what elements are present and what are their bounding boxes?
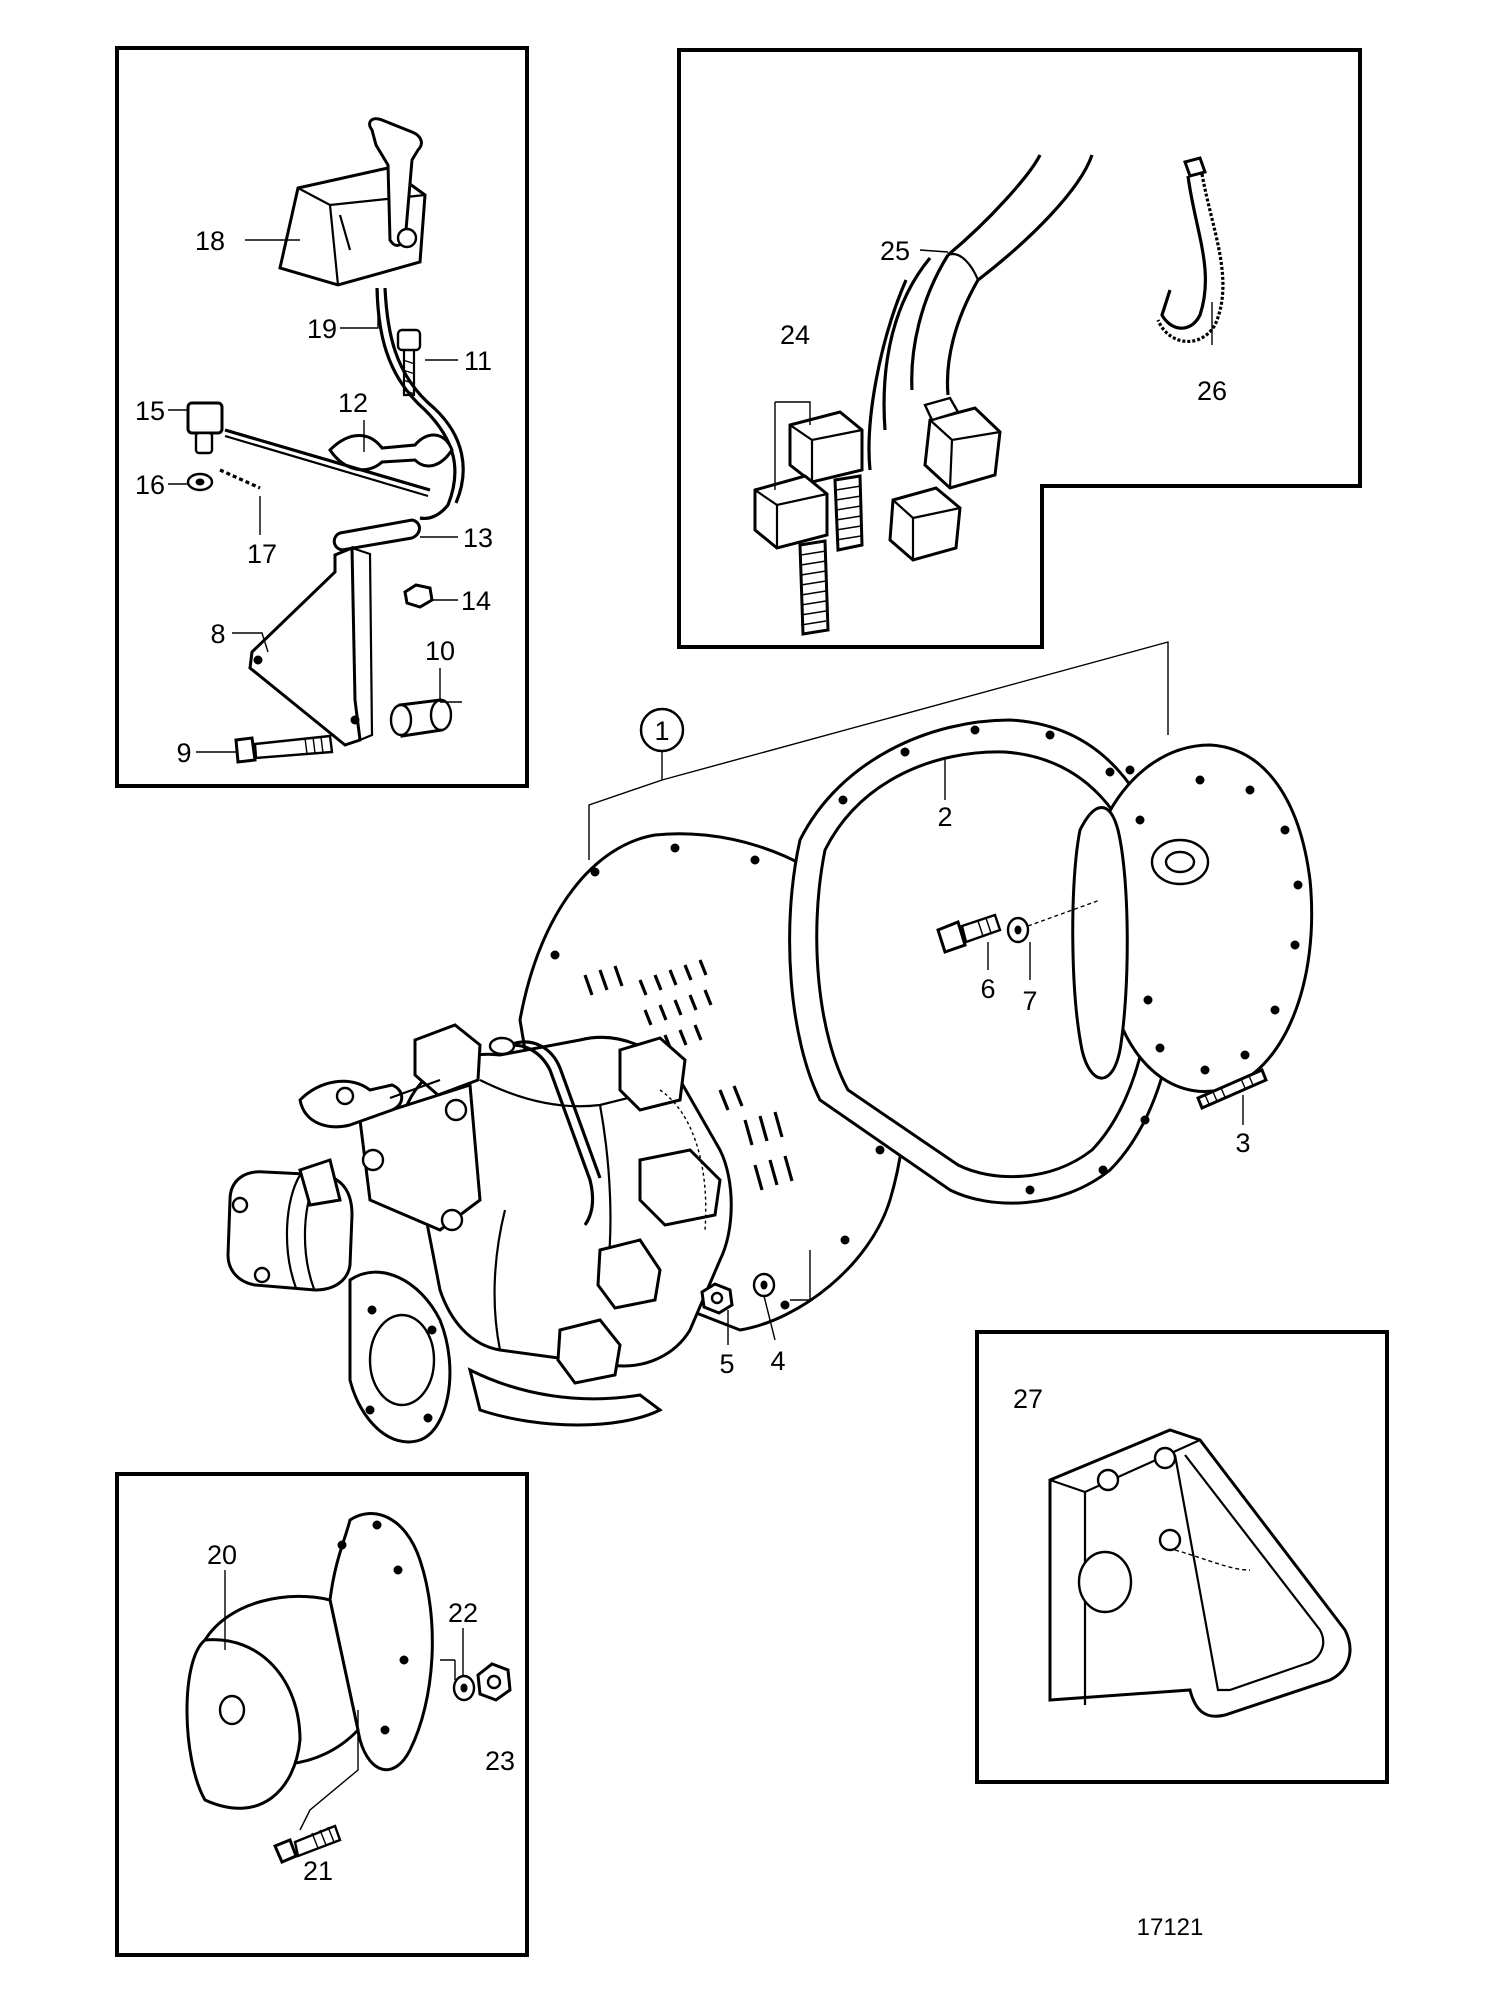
callout-6: 6 xyxy=(980,974,995,1004)
nut-and-washer xyxy=(700,1272,776,1315)
figure-number: 17121 xyxy=(1137,1914,1204,1941)
callout-3: 3 xyxy=(1235,1128,1250,1158)
callout-18: 18 xyxy=(195,226,225,256)
callout-2: 2 xyxy=(937,802,952,832)
callout-26: 26 xyxy=(1197,376,1227,406)
leader-lines xyxy=(168,239,1244,1831)
callout-21: 21 xyxy=(303,1856,333,1886)
bracket-panel-frame xyxy=(975,1330,1389,1784)
callout-25: 25 xyxy=(880,236,910,266)
flange-panel-frame xyxy=(115,1472,529,1957)
callout-7: 7 xyxy=(1022,986,1037,1016)
callout-5: 5 xyxy=(719,1349,734,1379)
control-lever-panel-frame xyxy=(115,46,529,788)
callout-24: 24 xyxy=(780,320,810,350)
callout-12: 12 xyxy=(338,388,368,418)
callout-22: 22 xyxy=(448,1598,478,1628)
callout-4: 4 xyxy=(770,1346,785,1376)
callout-20: 20 xyxy=(207,1540,237,1570)
callout-19: 19 xyxy=(307,314,337,344)
callout-13: 13 xyxy=(463,523,493,553)
solenoid-valve-assembly xyxy=(753,154,1225,636)
housing-vent-pattern xyxy=(583,959,794,1191)
callout-27: 27 xyxy=(1013,1384,1043,1414)
callout-11: 11 xyxy=(464,346,492,376)
output-flange-assembly xyxy=(185,1512,512,1864)
callout-labels: 1 2 3 4 5 6 7 8 9 10 11 12 13 14 15 16 1… xyxy=(135,226,1251,1941)
control-lever-assembly xyxy=(186,117,465,764)
callout-16: 16 xyxy=(135,470,165,500)
callout-9: 9 xyxy=(176,738,191,768)
callout-23: 23 xyxy=(485,1746,515,1776)
flywheel-coupling-disc xyxy=(1071,743,1314,1093)
solenoid-panel-frame xyxy=(677,48,1362,649)
callout-1-circle xyxy=(639,707,685,753)
mounting-bracket-assembly xyxy=(1048,1428,1352,1718)
callout-1: 1 xyxy=(654,716,669,746)
callout-10: 10 xyxy=(425,636,455,666)
bolt-washer-set xyxy=(936,899,1101,954)
callout-14: 14 xyxy=(461,586,491,616)
callout-17: 17 xyxy=(247,539,277,569)
callout-8: 8 xyxy=(210,619,225,649)
callout-15: 15 xyxy=(135,396,165,426)
stud-bolt xyxy=(1196,1068,1268,1110)
